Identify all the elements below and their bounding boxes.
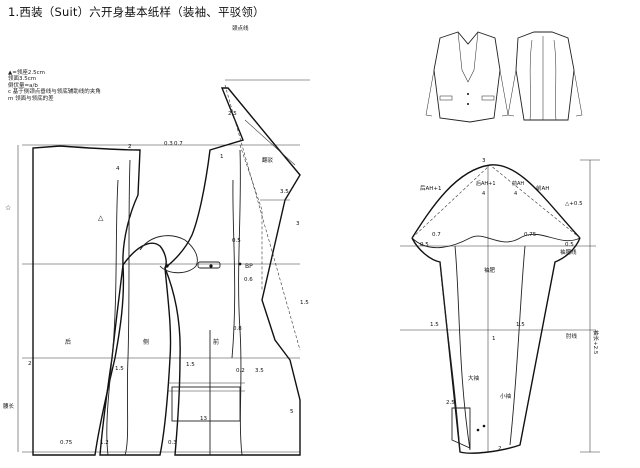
sleeve-measure: 0.5 — [420, 242, 429, 248]
collar-line — [244, 119, 296, 166]
bp-point — [238, 262, 242, 266]
nape-label: 颈点线 — [232, 24, 249, 32]
measure-label: 2 — [28, 361, 32, 367]
small-sleeve-seam — [454, 245, 471, 451]
button-mark — [165, 264, 169, 268]
sleeve-measure: 3 — [482, 158, 486, 164]
lapel-label: 翻驳 — [262, 156, 274, 164]
back-ah-label: 后AH+1 — [420, 184, 442, 192]
front-label: 前 — [213, 338, 219, 346]
button-mark — [209, 264, 213, 268]
note-line: c 基于侧颈点垂线与领底辅助线的夹角 — [8, 89, 101, 96]
bp-label: BP — [245, 263, 253, 270]
measure-label: 1.5 — [115, 366, 124, 372]
measure-label: 0.75 — [60, 440, 73, 446]
sleeve-measure: 0.75 — [524, 232, 537, 238]
armhole-curve — [139, 235, 198, 274]
cuff-button — [476, 428, 480, 432]
measure-label: 2.5 — [228, 111, 237, 117]
elbow-line-label: 肘线 — [566, 332, 578, 340]
measure-label: 0.8 — [233, 326, 242, 332]
triangle-mark: △ — [98, 214, 104, 222]
measure-label: 3 — [296, 221, 300, 227]
star-mark: ☆ — [5, 204, 11, 212]
sleeve-measure: 0.5 — [565, 242, 574, 248]
back-side-seam — [106, 179, 119, 456]
biceps-line-label: 袖肥线 — [560, 248, 577, 256]
front-ah-label: 前AH — [536, 184, 549, 192]
measure-label: 13 — [200, 416, 207, 422]
frac-den: 4 — [482, 191, 485, 197]
cuff-button — [482, 424, 486, 428]
cap-height-label: △+0.5 — [565, 201, 583, 207]
sleeve-measure: 2 — [498, 446, 502, 452]
cap-construction — [411, 164, 581, 239]
sleeve-measure: 2.5 — [446, 400, 455, 406]
pocket-welt — [168, 382, 245, 392]
measure-label: 3.5 — [255, 368, 264, 374]
sleeve-length-label: 袖长+2.5 — [592, 330, 600, 355]
side-label: 侧 — [143, 338, 149, 346]
page-title: 1.西装（Suit）六开身基本纸样（装袖、平驳领） — [8, 5, 265, 19]
big-sleeve-outline — [411, 237, 581, 454]
front-panel — [164, 87, 301, 456]
back-frac-label: 后AH+1 — [476, 180, 496, 187]
body-pattern: BP 后 侧 前 ☆ △ 腰长 翻驳 颈点线 2 4 0.7 0.3 2.5 1… — [3, 24, 310, 456]
jacket-front-icon — [425, 31, 509, 123]
sleeve-cap — [411, 164, 581, 239]
sleeve-measure: 1.5 — [430, 322, 439, 328]
cuff-vent — [451, 407, 471, 449]
flap-pocket — [171, 386, 241, 422]
sleeve-width-label: 袖肥 — [484, 266, 496, 274]
note-line: 领面3.5cm — [8, 76, 37, 83]
measure-label: 3.5 — [280, 189, 289, 195]
sleeve-measure: 1.5 — [516, 322, 525, 328]
sleeve-measure: 1 — [492, 336, 496, 342]
measure-label: 0.6 — [244, 277, 253, 283]
measure-label: 0.5 — [232, 238, 241, 244]
chest-welt — [197, 261, 221, 269]
front-frac-label: 前AH — [512, 180, 524, 187]
measure-label: 2 — [128, 144, 132, 150]
big-sleeve-label: 大袖 — [468, 374, 480, 382]
waist-length-label: 腰长 — [3, 402, 15, 410]
side-panel — [99, 242, 172, 456]
note-line: 倒伏量=a/b — [8, 82, 38, 89]
measure-label: 1.2 — [100, 440, 109, 446]
back-panel — [32, 145, 141, 456]
back-seam-2 — [124, 159, 131, 456]
note-line: ▲=领座2.5cm — [8, 70, 45, 76]
jacket-back-icon — [507, 31, 583, 121]
front-dart-2 — [231, 179, 236, 359]
lapel-fold-line — [224, 84, 301, 351]
measure-label: 0.7 — [174, 141, 183, 147]
under-cap-curve — [411, 233, 581, 249]
sleeve-back-seam — [439, 261, 461, 453]
note-line: m 领面与领底的差 — [8, 95, 54, 102]
sleeve-measure: 0.7 — [432, 232, 441, 238]
measure-label: 0.3 — [168, 440, 177, 446]
measure-label: 0.3 — [164, 141, 173, 147]
notes-block: ▲=领座2.5cm 领面3.5cm 倒伏量=a/b c 基于侧颈点垂线与领底辅助… — [8, 70, 101, 102]
measure-label: 1 — [220, 154, 224, 160]
measure-label: 5 — [290, 409, 294, 415]
small-sleeve-label: 小袖 — [500, 392, 512, 400]
back-label: 后 — [65, 338, 71, 346]
measure-label: 4 — [116, 166, 120, 172]
sleeve-pattern: 后AH+1 前AH 后AH+1 4 前AH 4 △+0.5 袖肥线 袖肥 肘线 … — [400, 158, 600, 454]
small-sleeve-seam-2 — [509, 245, 526, 446]
frac-den: 4 — [514, 191, 517, 197]
measure-label: 1.5 — [300, 300, 309, 306]
measure-label: 0.2 — [236, 368, 245, 374]
lapel-roll — [239, 144, 263, 290]
measure-label: 1.5 — [186, 362, 195, 368]
